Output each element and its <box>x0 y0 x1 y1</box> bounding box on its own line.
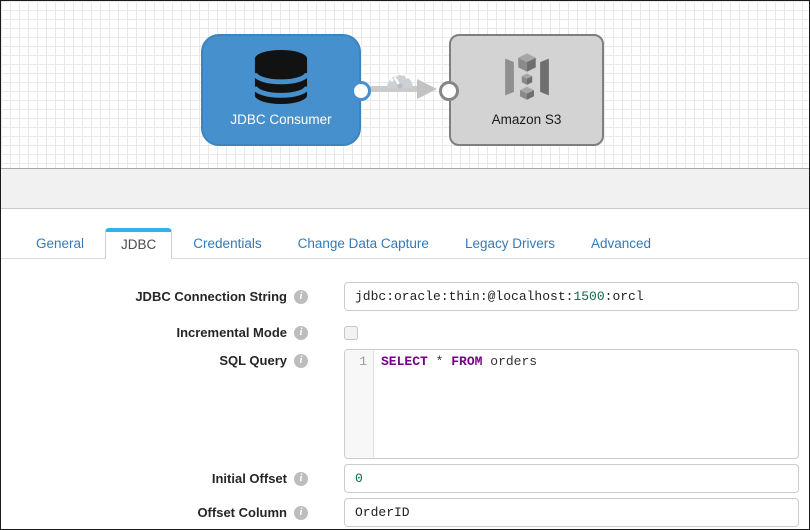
sql-query-editor[interactable]: 1 SELECT * FROM orders <box>344 349 799 459</box>
offset-column-row: Offset Column i OrderID <box>1 498 799 527</box>
incremental-mode-row: Incremental Mode i <box>1 325 799 340</box>
info-icon[interactable]: i <box>294 353 308 368</box>
input-port[interactable] <box>439 81 459 101</box>
sql-query-row: SQL Query i 1 SELECT * FROM orders <box>1 349 799 459</box>
jdbc-config-form: JDBC Connection String i jdbc:oracle:thi… <box>1 259 809 527</box>
pipeline-canvas[interactable]: JDBC Consumer <box>1 1 809 168</box>
tab-jdbc[interactable]: JDBC <box>105 228 173 259</box>
tab-general[interactable]: General <box>36 236 85 251</box>
info-icon[interactable]: i <box>294 289 308 304</box>
field-label: Offset Column <box>197 505 287 520</box>
config-panel: General JDBC Credentials Change Data Cap… <box>1 228 809 529</box>
tab-advanced[interactable]: Advanced <box>590 236 652 251</box>
initial-offset-input[interactable]: 0 <box>344 464 799 493</box>
jdbc-connection-string-input[interactable]: jdbc:oracle:thin:@localhost:1500:orcl <box>344 282 799 311</box>
node-jdbc-consumer[interactable]: JDBC Consumer <box>201 34 371 146</box>
tab-change-data-capture[interactable]: Change Data Capture <box>297 236 429 251</box>
editor-line-number: 1 <box>345 350 374 458</box>
field-label: SQL Query <box>219 353 287 368</box>
node-label: Amazon S3 <box>491 112 562 127</box>
gauge-icon <box>387 72 413 89</box>
output-port[interactable] <box>351 81 371 101</box>
info-icon[interactable]: i <box>294 471 308 486</box>
node-label: JDBC Consumer <box>230 112 332 127</box>
field-label: JDBC Connection String <box>135 289 287 304</box>
config-tabbar: General JDBC Credentials Change Data Cap… <box>1 228 809 259</box>
node-amazon-s3[interactable]: Amazon S3 <box>439 34 604 146</box>
field-label: Incremental Mode <box>176 325 287 340</box>
connector-line <box>366 86 421 92</box>
offset-column-input[interactable]: OrderID <box>344 498 799 527</box>
tab-legacy-drivers[interactable]: Legacy Drivers <box>464 236 555 251</box>
database-icon <box>252 49 310 105</box>
info-icon[interactable]: i <box>294 325 308 340</box>
initial-offset-row: Initial Offset i 0 <box>1 464 799 493</box>
incremental-mode-checkbox[interactable] <box>344 325 358 340</box>
panel-header-band <box>1 168 809 209</box>
connector-arrowhead-icon <box>417 79 437 99</box>
field-label: Initial Offset <box>211 471 287 486</box>
connection-string-row: JDBC Connection String i jdbc:oracle:thi… <box>1 282 799 311</box>
editor-code[interactable]: SELECT * FROM orders <box>381 354 538 369</box>
s3-icon <box>504 53 549 100</box>
info-icon[interactable]: i <box>294 505 308 520</box>
tab-credentials[interactable]: Credentials <box>193 236 262 251</box>
